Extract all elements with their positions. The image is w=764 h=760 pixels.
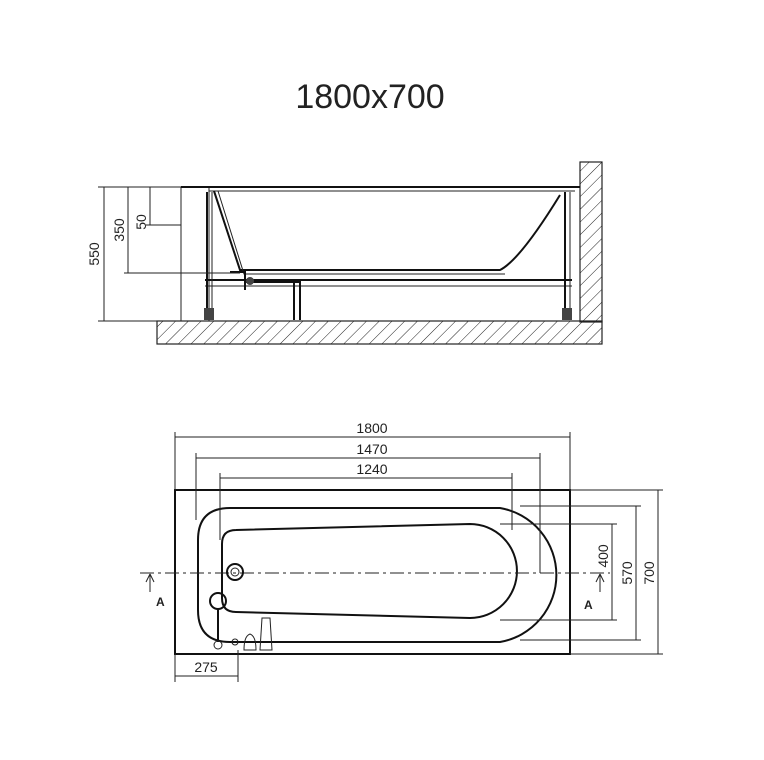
front-panel xyxy=(180,186,210,322)
tub-body xyxy=(213,190,561,271)
dim-1240: 1240 xyxy=(356,461,387,477)
section-arrow-left xyxy=(145,573,155,592)
dim-1470: 1470 xyxy=(356,441,387,457)
wall-hatch xyxy=(579,161,603,323)
tub-inner-rim xyxy=(197,507,558,643)
top-view: A A 1800 1470 1240 400 570 700 275 xyxy=(140,420,663,682)
section-mark-left: A xyxy=(156,595,165,609)
drain-icon xyxy=(226,563,244,581)
dim-400: 400 xyxy=(595,544,611,568)
dim-550: 550 xyxy=(86,242,102,266)
dim-275: 275 xyxy=(194,659,218,675)
tub-basin xyxy=(221,522,518,620)
overflow-icon xyxy=(209,592,227,610)
side-view: 550 350 50 xyxy=(86,161,603,345)
valve-icon xyxy=(243,633,257,651)
section-arrow-right xyxy=(595,573,605,592)
floor-hatch xyxy=(156,320,603,345)
dim-570: 570 xyxy=(619,561,635,585)
drain-pipe xyxy=(230,271,301,320)
handle-icon xyxy=(259,617,273,651)
drawing-title: 1800x700 xyxy=(295,78,444,116)
dim-1800: 1800 xyxy=(356,420,387,436)
dim-350: 350 xyxy=(111,218,127,242)
dim-50: 50 xyxy=(133,214,149,230)
dim-700: 700 xyxy=(641,561,657,585)
tub-outline xyxy=(174,489,571,655)
section-mark-right: A xyxy=(584,598,593,612)
